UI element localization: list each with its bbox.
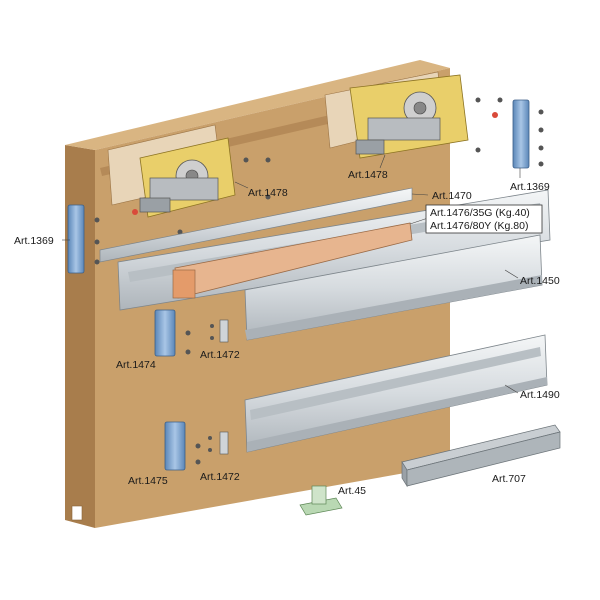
screw-icon [497, 97, 503, 103]
label-art-1450: Art.1450 [520, 275, 560, 287]
label-art-1490: Art.1490 [520, 389, 560, 401]
screw-icon [208, 448, 212, 452]
label-art-1474: Art.1474 [116, 359, 156, 371]
part-1472-bottom [208, 431, 229, 455]
profile-707-side [406, 431, 561, 487]
left-carriage-screws [177, 157, 271, 235]
label-art-1476-35g: Art.1476/35G (Kg.40) [430, 207, 530, 219]
left-red-pin [132, 209, 138, 215]
screw-icon [94, 239, 100, 245]
left-carriage-body [149, 177, 219, 201]
screw-icon [94, 217, 100, 223]
right-red-pin [492, 112, 498, 118]
right-bracket-1369 [512, 99, 544, 169]
leader-lines [62, 154, 521, 394]
leader-line [504, 269, 519, 279]
right-carriage-foot [355, 139, 385, 155]
screw-icon [243, 157, 249, 163]
screw-icon [538, 145, 544, 151]
panel-bottom-notch [71, 505, 83, 521]
leader-line [504, 384, 519, 394]
screw-icon [195, 443, 201, 449]
label-art-45: Art.45 [338, 485, 366, 497]
label-art-1470: Art.1470 [432, 190, 472, 202]
screw-icon [195, 459, 201, 465]
right-carriage-wheel-hub [413, 101, 427, 115]
screw-icon [210, 324, 214, 328]
label-art-1369-left: Art.1369 [14, 235, 54, 247]
screw-icon [177, 229, 183, 235]
leader-line [409, 217, 429, 225]
damper-end-block [172, 269, 196, 299]
guide-1474 [154, 309, 191, 357]
leader-line [411, 193, 429, 196]
label-box-art-1476 [425, 204, 543, 234]
right-carriage [349, 74, 498, 159]
left-carriage [132, 137, 236, 218]
panel-top-face [65, 60, 450, 150]
screw-icon [475, 97, 481, 103]
label-art-1369-right: Art.1369 [510, 181, 550, 193]
label-art-1476-80y: Art.1476/80Y (Kg.80) [430, 220, 528, 232]
label-art-1472-bottom: Art.1472 [200, 471, 240, 483]
panel-side-face [65, 145, 95, 528]
screw-icon [185, 349, 191, 355]
stopper-45-tab [311, 485, 327, 505]
screw-icon [210, 336, 214, 340]
screw-icon [538, 161, 544, 167]
screw-icon [538, 109, 544, 115]
guide-1474-block [154, 309, 176, 357]
top-track-upper [99, 187, 413, 263]
label-art-1478-left: Art.1478 [248, 187, 288, 199]
screw-icon [208, 436, 212, 440]
right-carriage-body [367, 117, 441, 141]
right-bracket-plate [512, 99, 530, 169]
screw-icon [265, 157, 271, 163]
screw-icon [185, 330, 191, 336]
screw-icon [538, 127, 544, 133]
left-bracket-1369 [67, 204, 100, 274]
top-track-1470 [99, 187, 413, 263]
part-1472-top [210, 319, 229, 343]
lower-rail-lip [245, 275, 542, 340]
damper-1476 [172, 222, 413, 299]
screw-icon [475, 147, 481, 153]
label-art-1472-top: Art.1472 [200, 349, 240, 361]
part-1472-top-block [219, 319, 229, 343]
label-art-707: Art.707 [492, 473, 526, 485]
lower-rail-1450 [244, 234, 543, 341]
right-carriage-screws [475, 97, 503, 153]
bottom-rail-lip [247, 377, 547, 452]
label-art-1475: Art.1475 [128, 475, 168, 487]
guide-1475 [164, 421, 201, 471]
guide-1475-block [164, 421, 186, 471]
bottom-rail-1490 [244, 334, 548, 453]
screw-icon [94, 259, 100, 265]
bottom-rail-channel [250, 347, 541, 420]
leader-line [379, 154, 386, 169]
screw-icon [265, 194, 271, 200]
profile-707 [401, 424, 561, 488]
stopper-45 [299, 485, 343, 516]
part-1472-bottom-block [219, 431, 229, 455]
left-carriage-foot [139, 197, 171, 213]
left-bracket-plate [67, 204, 85, 274]
label-art-1478-right: Art.1478 [348, 169, 388, 181]
leader-line [234, 181, 249, 189]
callout-labels: Art.1369 Art.1369 Art.1478 Art.1478 Art.… [14, 169, 560, 497]
